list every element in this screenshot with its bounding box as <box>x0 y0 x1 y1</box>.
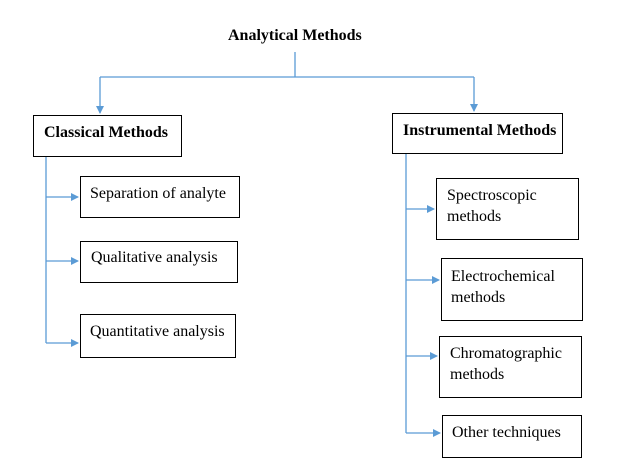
electrochemical-methods-label-line1: Electrochemical <box>451 268 555 285</box>
instrumental-methods-label: Instrumental Methods <box>403 122 557 139</box>
quantitative-analysis-box: Quantitative analysis <box>80 314 236 358</box>
classical-methods-box: Classical Methods <box>33 115 182 157</box>
chromatographic-methods-box: Chromatographic methods <box>439 336 582 398</box>
qualitative-analysis-box: Qualitative analysis <box>80 241 238 283</box>
other-techniques-label: Other techniques <box>452 424 561 441</box>
classical-methods-label: Classical Methods <box>44 124 168 141</box>
separation-of-analyte-label: Separation of analyte <box>90 185 226 202</box>
other-techniques-box: Other techniques <box>442 415 582 458</box>
spectroscopic-methods-label-line1: Spectroscopic <box>447 187 537 204</box>
spectroscopic-methods-label-line2: methods <box>447 208 502 225</box>
chromatographic-methods-label-line1: Chromatographic <box>450 345 562 362</box>
electrochemical-methods-box: Electrochemical methods <box>441 258 583 321</box>
instrumental-methods-box: Instrumental Methods <box>392 113 563 154</box>
qualitative-analysis-label: Qualitative analysis <box>91 249 218 266</box>
diagram-title: Analytical Methods <box>228 27 362 44</box>
spectroscopic-methods-box: Spectroscopic methods <box>436 178 579 240</box>
electrochemical-methods-label-line2: methods <box>451 289 506 306</box>
chromatographic-methods-label-line2: methods <box>450 366 505 383</box>
separation-of-analyte-box: Separation of analyte <box>80 176 240 218</box>
quantitative-analysis-label: Quantitative analysis <box>90 323 225 340</box>
